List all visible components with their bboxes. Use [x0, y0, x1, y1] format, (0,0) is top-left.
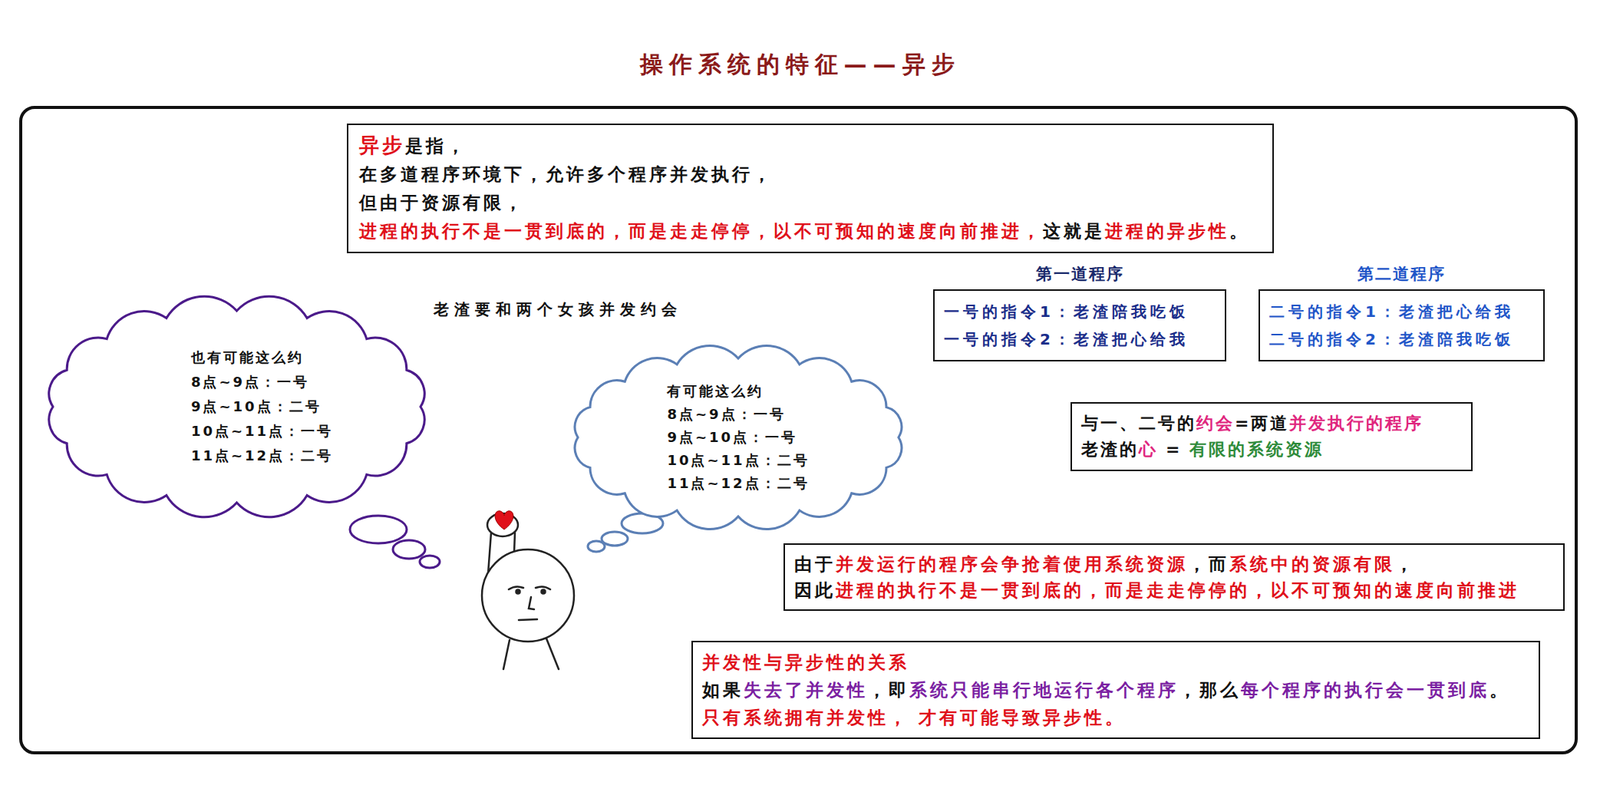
text-run: 每个程序的执行会一贯到底 — [1240, 679, 1490, 700]
text-block: 二号的指令1：老渣把心给我二号的指令2：老渣陪我吃饭 — [1269, 297, 1535, 353]
text-run: 9点~10点：二号 — [191, 398, 322, 415]
text-run: 在多道程序环境下，允许多个程序并发执行， — [359, 164, 774, 185]
text-line: 在多道程序环境下，允许多个程序并发执行， — [359, 160, 1262, 189]
text-line: 11点~12点：二号 — [666, 471, 809, 495]
cloud-shape — [574, 346, 902, 530]
text-run: ，那么 — [1178, 679, 1241, 700]
text-line: 由于并发运行的程序会争抢着使用系统资源，而系统中的资源有限， — [794, 550, 1554, 578]
text-line: 与一、二号的约会=两道并发执行的程序 — [1081, 410, 1462, 437]
text-run: ，即 — [867, 679, 910, 700]
text-line: 进程的执行不是一贯到底的，而是走走停停，以不可预知的速度向前推进，这就是进程的异… — [359, 217, 1262, 246]
text-run: 异步 — [359, 133, 406, 157]
text-run: 进程的异步性 — [1105, 221, 1230, 241]
text-line: 一号的指令2：老渣把心给我 — [943, 325, 1216, 353]
text-run: 是指， — [405, 135, 468, 156]
text-line: 10点~11点：二号 — [666, 448, 809, 472]
text-line: 9点~10点：一号 — [666, 425, 809, 449]
text-run: =两道 — [1234, 413, 1290, 433]
text-run: 一号的指令2：老渣把心给我 — [943, 329, 1189, 349]
text-run: 老渣的 — [1081, 439, 1139, 459]
text-line: 也有可能这么约 — [191, 345, 334, 370]
text-line: 并发性与异步性的关系 — [702, 648, 1530, 677]
text-run: 只有系统拥有并发性， 才有可能导致异步性。 — [702, 707, 1126, 728]
text-run: 。 — [1489, 679, 1511, 700]
text-run: 10点~11点：二号 — [666, 451, 809, 469]
text-run: 系统只能串行地运行各个程序 — [909, 679, 1179, 700]
caption-label: 老渣要和两个女孩并发约会 — [433, 299, 683, 320]
text-run: 失去了并发性 — [743, 679, 868, 700]
text-line: 8点~9点：一号 — [191, 369, 334, 395]
text-line: 因此进程的执行不是一贯到底的，而是走走停停的，以不可预知的速度向前推进 — [794, 577, 1554, 604]
text-run: 11点~12点：二号 — [191, 447, 334, 464]
text-run: ， — [1395, 554, 1416, 575]
text-run: 与一、二号的 — [1081, 413, 1197, 433]
text-line: 异步是指， — [359, 131, 1262, 161]
thought-cloud: 有可能这么约 8点~9点：一号 9点~10点：一号 10点~11点：二号 11点~12点… — [560, 341, 916, 534]
text-block: 也有可能这么约 8点~9点：一号 9点~10点：二号 10点~11点：一号 11点~12… — [191, 345, 334, 469]
text-line: 只有系统拥有并发性， 才有可能导致异步性。 — [702, 703, 1530, 732]
text-line: 11点~12点：二号 — [191, 443, 334, 469]
text-block: 与一、二号的约会=两道并发执行的程序老渣的心=有限的系统资源 — [1081, 410, 1462, 463]
text-line: 但由于资源有限， — [359, 188, 1262, 218]
reason-box: 由于并发运行的程序会争抢着使用系统资源，而系统中的资源有限，因此进程的执行不是一… — [783, 543, 1565, 611]
text-run: 有限的系统资源 — [1189, 439, 1324, 459]
text-run: 系统中的资源有限 — [1229, 554, 1396, 575]
text-run: 二号的指令2：老渣陪我吃饭 — [1269, 329, 1515, 349]
text-line: 8点~9点：一号 — [666, 402, 809, 426]
relation-box: 并发性与异步性的关系如果失去了并发性，即系统只能串行地运行各个程序，那么每个程序… — [691, 640, 1541, 739]
text-run: 也有可能这么约 — [191, 349, 304, 366]
box-heading: 第二道程序 — [1260, 260, 1544, 288]
title: 操作系统的特征——异步 — [0, 49, 1600, 81]
text-run: ，而 — [1187, 554, 1230, 575]
text-line: 一号的指令1：老渣陪我吃饭 — [943, 297, 1216, 326]
cartoon-figure — [481, 513, 575, 670]
heart-symbol — [494, 511, 514, 530]
text-run: 一号的指令1：老渣陪我吃饭 — [943, 302, 1189, 321]
text-line: 二号的指令2：老渣陪我吃饭 — [1269, 325, 1535, 353]
text-run: 8点~9点：一号 — [191, 373, 310, 390]
text-line: 9点~10点：二号 — [191, 394, 334, 419]
text-run: 约会 — [1196, 413, 1235, 433]
text-run: 因此 — [794, 580, 836, 601]
box-heading: 第一道程序 — [934, 260, 1225, 288]
analogy-box: 与一、二号的约会=两道并发执行的程序老渣的心=有限的系统资源 — [1070, 402, 1473, 472]
text-block: 并发性与异步性的关系如果失去了并发性，即系统只能串行地运行各个程序，那么每个程序… — [702, 648, 1530, 732]
thought-cloud: 也有可能这么约 8点~9点：一号 9点~10点：二号 10点~11点：一号 11点~12… — [33, 291, 440, 522]
definition-box: 异步是指， 在多道程序环境下，允许多个程序并发执行， 但由于资源有限， 进程的执行不是… — [346, 123, 1274, 254]
text-line: 老渣的心 = 有限的系统资源 — [1081, 436, 1462, 463]
thought-bubbles-right — [587, 513, 664, 552]
text-run: 。 — [1229, 221, 1251, 241]
text-run: 有可能这么约 — [666, 382, 764, 400]
text-run: 心 — [1138, 439, 1158, 459]
text-block: 由于并发运行的程序会争抢着使用系统资源，而系统中的资源有限，因此进程的执行不是一… — [794, 550, 1554, 604]
text-run: 如果 — [702, 679, 744, 700]
cloud-shape — [49, 296, 425, 518]
text-block: 一号的指令1：老渣陪我吃饭一号的指令2：老渣把心给我 — [943, 297, 1216, 353]
outer-frame — [20, 107, 1577, 753]
text-block: 异步是指， 在多道程序环境下，允许多个程序并发执行， 但由于资源有限， 进程的执行不是… — [359, 131, 1262, 246]
text-run: = — [1165, 439, 1182, 459]
program-box: 二号的指令1：老渣把心给我二号的指令2：老渣陪我吃饭第二道程序 — [1258, 289, 1545, 362]
text-run: 11点~12点：二号 — [666, 475, 809, 492]
text-run: 二号的指令1：老渣把心给我 — [1269, 302, 1515, 321]
thought-bubbles-left — [349, 515, 440, 568]
text-run: 进程的执行不是一贯到底的，而是走走停停的，以不可预知的速度向前推进 — [835, 580, 1520, 601]
text-run: 并发执行的程序 — [1289, 413, 1424, 433]
text-run: 9点~10点：一号 — [666, 428, 798, 446]
text-run: 并发运行的程序会争抢着使用系统资源 — [835, 554, 1188, 575]
text-run: 但由于资源有限， — [359, 192, 525, 213]
text-line: 10点~11点：一号 — [191, 418, 334, 444]
text-run: 8点~9点：一号 — [666, 405, 786, 423]
text-run: 这就是 — [1042, 221, 1106, 241]
text-block: 有可能这么约 8点~9点：一号 9点~10点：一号 10点~11点：二号 11点~12点… — [666, 379, 809, 495]
text-run: 由于 — [794, 554, 836, 575]
program-box: 一号的指令1：老渣陪我吃饭一号的指令2：老渣把心给我第一道程序 — [933, 289, 1227, 362]
text-line: 二号的指令1：老渣把心给我 — [1269, 297, 1535, 326]
text-run: 10点~11点：一号 — [191, 422, 334, 439]
text-line: 有可能这么约 — [666, 379, 809, 403]
text-run: 进程的执行不是一贯到底的，而是走走停停，以不可预知的速度向前推进， — [359, 221, 1043, 241]
text-line: 如果失去了并发性，即系统只能串行地运行各个程序，那么每个程序的执行会一贯到底。 — [702, 676, 1530, 704]
text-run: 并发性与异步性的关系 — [702, 652, 910, 673]
